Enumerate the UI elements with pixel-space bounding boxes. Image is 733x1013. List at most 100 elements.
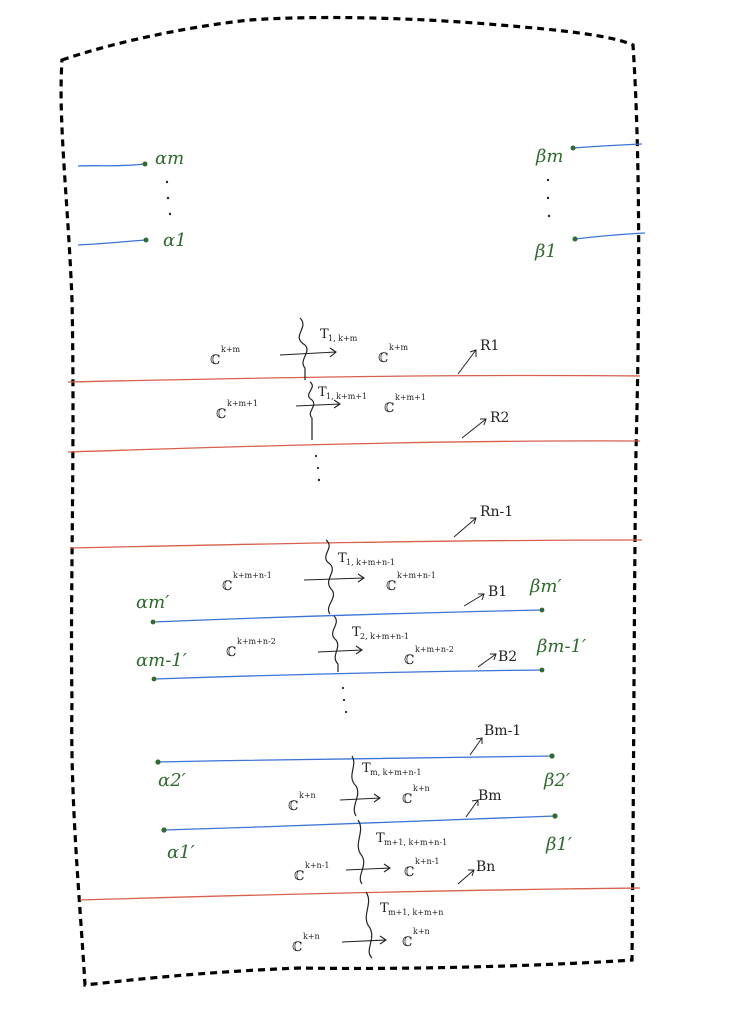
region-right-symbol: ℂ — [402, 935, 412, 950]
label-alpha-2-prime: α2′ — [158, 770, 186, 791]
region-right-superscript: k+n — [413, 927, 430, 936]
map-subscript: m+1, k+m+n-1 — [384, 838, 447, 847]
wavy-cut — [332, 615, 339, 672]
arrow-r2 — [461, 418, 487, 439]
red-line-r2 — [67, 440, 641, 453]
endpoint-dot — [155, 759, 161, 765]
arrow-bm — [465, 799, 479, 818]
label-beta-m: βm — [535, 146, 563, 167]
label-alpha-1: α1 — [163, 230, 187, 251]
blue-line-b1 — [152, 609, 543, 623]
label-beta-m-1-prime: βm-1′ — [536, 636, 586, 657]
endpoint-dot — [539, 667, 545, 673]
stub-right-bottom — [574, 232, 646, 240]
label-alpha-m-prime: αm′ — [136, 592, 169, 613]
endpoint-dot — [552, 813, 558, 819]
label-beta-m-prime: βm′ — [529, 576, 562, 597]
red-line-bottom — [79, 887, 641, 901]
map-arrow — [339, 793, 381, 803]
dashed-border — [59, 15, 641, 987]
region-right-superscript: k+m+1 — [395, 393, 426, 402]
region-left-symbol: ℂ — [210, 353, 220, 368]
region-right-symbol: ℂ — [402, 792, 412, 807]
wavy-cut — [351, 755, 359, 817]
region-left-symbol: ℂ — [292, 940, 302, 955]
stub-left-top — [77, 163, 146, 167]
region-left-superscript: k+m+n-1 — [233, 571, 272, 580]
ellipsis-dot — [314, 454, 318, 458]
region-right-superscript: k+m+n-2 — [415, 645, 454, 654]
label-alpha-m: αm — [155, 148, 184, 169]
label-b1: B1 — [488, 584, 507, 600]
region-right-symbol: ℂ — [404, 865, 414, 880]
label-bm1: Bm-1 — [484, 723, 521, 739]
red-line-r1 — [67, 374, 641, 383]
region-right-symbol: ℂ — [384, 401, 394, 416]
map-label: T — [376, 831, 385, 846]
stub-dot — [143, 237, 149, 243]
stub-dot — [570, 145, 576, 151]
map-label: T — [318, 385, 327, 400]
region-left-superscript: k+m+1 — [227, 399, 258, 408]
ellipsis-dot — [317, 478, 321, 482]
map-subscript: 1, k+m+n-1 — [346, 558, 395, 567]
label-r2: R2 — [490, 410, 509, 426]
arrow-bn — [457, 869, 475, 885]
arrow-b2 — [477, 653, 497, 668]
region-right-superscript: k+n-1 — [415, 857, 440, 866]
wavy-cut — [357, 819, 365, 885]
label-b2: B2 — [498, 649, 517, 665]
map-label: T — [362, 761, 371, 776]
region-left-symbol: ℂ — [216, 407, 226, 422]
red-line-rn1 — [69, 539, 643, 549]
region-left-symbol: ℂ — [222, 579, 232, 594]
region-right-symbol: ℂ — [378, 351, 388, 366]
ellipsis-dot — [166, 196, 170, 200]
map-arrow — [341, 935, 387, 945]
map-subscript: 2, k+m+n-1 — [360, 632, 409, 641]
label-alpha-m-1-prime: αm-1′ — [136, 650, 187, 671]
blue-line-b2 — [153, 669, 543, 680]
region-left-superscript: k+n — [299, 791, 316, 800]
arrow-r1 — [457, 349, 477, 375]
stub-left-bottom — [77, 239, 147, 246]
map-arrow — [279, 347, 337, 358]
region-left-symbol: ℂ — [288, 799, 298, 814]
map-arrow — [295, 399, 341, 409]
arrow-b1 — [463, 593, 485, 607]
wavy-cut — [298, 317, 308, 380]
arrow-bm1 — [469, 737, 483, 756]
ellipsis-dot — [316, 466, 320, 470]
endpoint-dot — [539, 607, 545, 613]
ellipsis-dot — [165, 180, 169, 184]
stub-dot — [142, 161, 148, 167]
label-bm: Bm — [478, 788, 502, 804]
label-alpha-1-prime: α1′ — [167, 842, 195, 863]
region-right-superscript: k+n — [413, 784, 430, 793]
endpoint-dot — [150, 619, 156, 625]
map-label: T — [380, 901, 389, 916]
ellipsis-dot — [341, 686, 345, 690]
endpoint-dot — [549, 753, 555, 759]
stub-right-top — [572, 143, 643, 149]
map-arrow — [303, 573, 365, 583]
region-left-superscript: k+n — [303, 932, 320, 941]
map-label: T — [338, 551, 347, 566]
label-rn1: Rn-1 — [480, 504, 513, 520]
map-label: T — [352, 625, 361, 640]
ellipsis-dot — [168, 212, 172, 216]
map-subscript: m+1, k+m+n — [388, 908, 443, 917]
region-left-superscript: k+m+n-2 — [237, 637, 276, 646]
arrow-rn1 — [453, 517, 477, 538]
wavy-cut — [308, 381, 315, 440]
ellipsis-dot — [344, 710, 348, 714]
region-left-symbol: ℂ — [226, 645, 236, 660]
region-right-symbol: ℂ — [404, 653, 414, 668]
region-left-symbol: ℂ — [294, 869, 304, 884]
label-beta-1: β1 — [534, 241, 557, 262]
wavy-cut — [365, 891, 373, 959]
label-beta-1-prime: β1′ — [545, 834, 572, 855]
